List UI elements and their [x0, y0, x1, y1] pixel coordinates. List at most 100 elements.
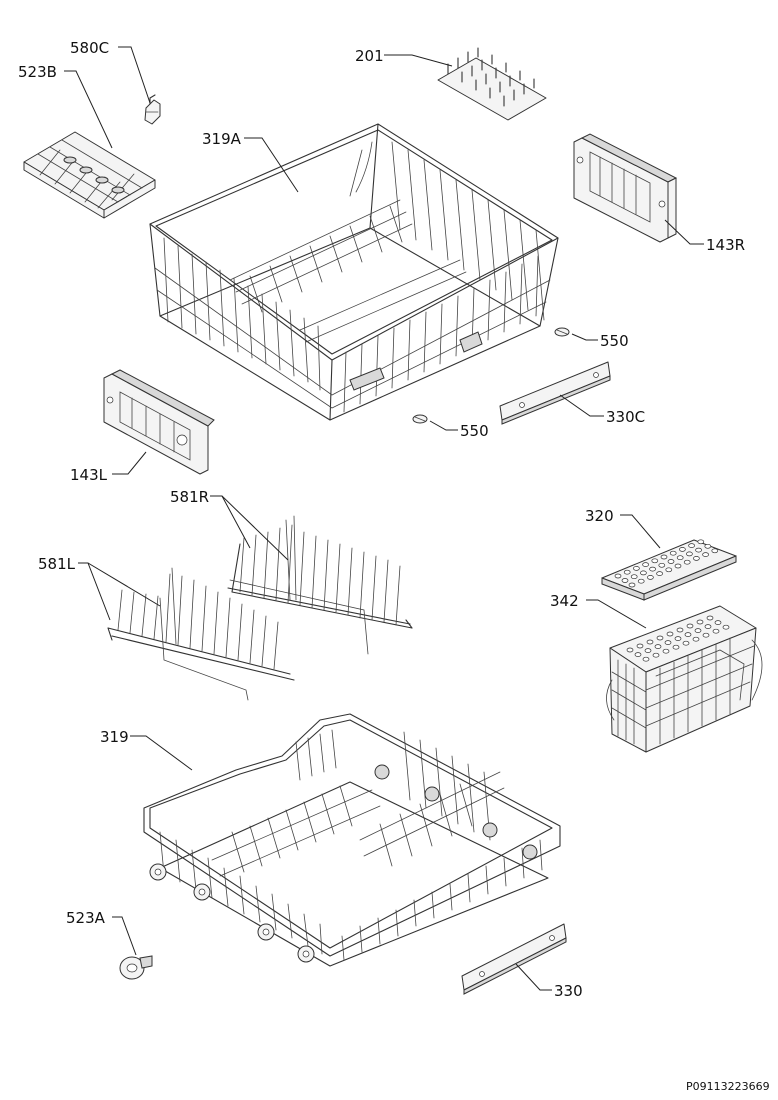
hole	[656, 571, 663, 576]
leader-550-lower	[429, 420, 458, 431]
hole	[628, 582, 636, 588]
hole	[692, 636, 700, 642]
label-581L: 581L	[38, 555, 76, 573]
label-201: 201	[355, 47, 384, 65]
label-143R: 143R	[706, 236, 745, 254]
label-550-lower: 550	[460, 422, 489, 440]
hole	[640, 570, 647, 576]
leader-342	[586, 599, 647, 629]
leader-523A	[112, 916, 137, 956]
label-319A: 319A	[202, 130, 242, 148]
leader-330C	[559, 394, 604, 417]
hole	[642, 656, 650, 662]
hole	[706, 615, 714, 621]
part-143L-rail	[103, 369, 215, 475]
hole	[679, 547, 686, 552]
label-143L: 143L	[70, 466, 108, 484]
part-342-basket	[606, 605, 763, 753]
hole	[630, 574, 638, 580]
part-550-upper	[554, 327, 570, 337]
hole	[686, 551, 693, 557]
label-523A: 523A	[66, 909, 106, 927]
hole	[688, 543, 695, 548]
leader-143L	[112, 451, 147, 475]
part-550-lower	[412, 414, 428, 424]
hole	[664, 640, 672, 645]
hole	[676, 627, 684, 633]
hole	[694, 628, 702, 633]
hole	[712, 628, 720, 634]
label-523B: 523B	[18, 63, 57, 81]
hole	[696, 619, 704, 625]
label-550-upper: 550	[600, 332, 629, 350]
hole	[704, 543, 712, 549]
hole	[626, 647, 634, 653]
part-320-lid	[601, 539, 737, 601]
hole	[637, 578, 645, 584]
hole	[669, 550, 677, 556]
hole	[665, 567, 673, 573]
hole	[697, 539, 705, 545]
hole	[634, 652, 642, 657]
leader-319	[130, 735, 193, 771]
label-342: 342	[550, 592, 579, 610]
part-330-strip	[461, 923, 567, 995]
hole	[686, 623, 694, 629]
hole	[704, 624, 712, 629]
label-319: 319	[100, 728, 129, 746]
part-143R-rail	[573, 133, 678, 243]
hole	[614, 573, 622, 579]
hole	[654, 644, 662, 649]
part-319-lower-basket	[143, 713, 561, 967]
leader-143R	[664, 219, 704, 245]
label-330: 330	[554, 982, 583, 1000]
hole	[674, 636, 682, 641]
hole	[722, 624, 730, 630]
label-320: 320	[585, 507, 614, 525]
label-580C: 580C	[70, 39, 109, 57]
hole	[666, 631, 674, 637]
part-330C-strip	[499, 361, 611, 425]
hole	[672, 644, 680, 650]
leader-319A	[244, 137, 299, 193]
hole	[633, 566, 640, 571]
leader-581L-a	[78, 562, 111, 621]
leader-581L-b	[87, 562, 161, 607]
hole	[651, 558, 659, 564]
leader-580C	[118, 46, 151, 104]
part-581L-rack	[107, 567, 295, 701]
hole	[623, 569, 631, 575]
leader-523B	[64, 70, 113, 149]
leader-320	[620, 514, 661, 549]
hole	[683, 559, 691, 565]
hole	[702, 552, 709, 557]
hole	[674, 563, 682, 569]
hole	[662, 648, 670, 654]
part-319A-upper-basket	[149, 123, 559, 421]
hole	[647, 575, 654, 580]
hole	[676, 555, 684, 561]
leader-201	[384, 54, 453, 67]
hole	[652, 652, 660, 658]
hole	[695, 547, 702, 553]
part-523A-wheel	[119, 955, 153, 980]
hole	[644, 648, 652, 653]
hole	[714, 620, 722, 625]
hole	[693, 556, 700, 561]
hole	[684, 632, 692, 637]
reference-number: P09113223669	[686, 1080, 770, 1093]
leader-581R-b	[221, 495, 289, 561]
part-581R-rack	[227, 515, 413, 655]
hole	[711, 548, 719, 554]
leader-550-upper	[571, 333, 598, 341]
hole	[660, 554, 668, 560]
label-330C: 330C	[606, 408, 645, 426]
hole	[646, 639, 654, 645]
hole	[642, 562, 649, 567]
part-523B-rail	[23, 131, 156, 219]
hole	[682, 640, 690, 646]
part-201-tines	[437, 47, 547, 121]
lower-basket-wheels	[149, 764, 538, 963]
hole	[658, 562, 666, 568]
